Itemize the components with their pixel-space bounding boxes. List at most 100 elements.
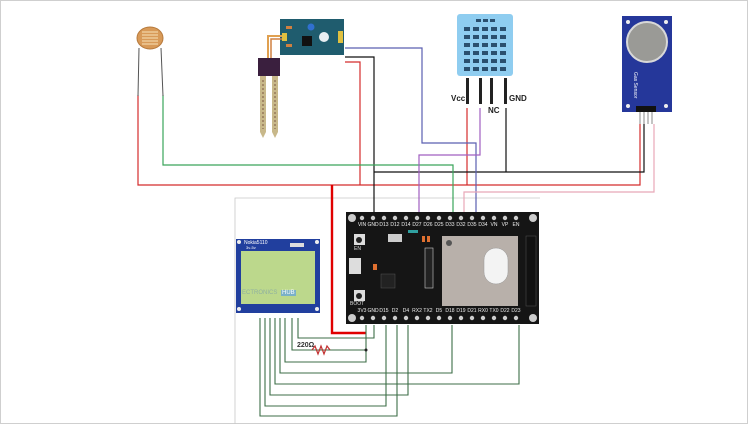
esp32-bottom-pin-label: D23 xyxy=(511,308,521,314)
junction-dot xyxy=(364,348,368,352)
lcd-wire-8 xyxy=(259,318,398,417)
esp32-bottom-pin xyxy=(458,315,464,321)
esp32-bottom-pin xyxy=(447,315,453,321)
esp32-top-pin xyxy=(392,215,398,221)
ldr-component xyxy=(136,26,164,97)
esp32-top-pin xyxy=(436,215,442,221)
esp32-bottom-pin-label: 3V3 xyxy=(357,308,367,314)
boot-button-label: BOOT xyxy=(350,301,365,307)
esp32-bottom-pin-label: D15 xyxy=(379,308,389,314)
dht-vent xyxy=(482,43,488,47)
dht-vent xyxy=(491,67,497,71)
esp32-top-pin-label: GND xyxy=(367,222,379,228)
soil-ground-wire xyxy=(345,56,375,212)
lcd-area-outline xyxy=(234,197,540,424)
ground-bus-wire xyxy=(374,124,645,173)
esp32-bottom-pin xyxy=(436,315,442,321)
esp32-top-pin xyxy=(414,215,420,221)
main-power-wire xyxy=(330,185,366,335)
esp32-bottom-pin-label: D5 xyxy=(435,308,443,314)
lcd-watermark-tag: HUB xyxy=(281,290,296,296)
ldr-signal-wire xyxy=(162,95,454,212)
gas-sensor-label: Gas Sensor xyxy=(632,72,638,99)
esp32-top-pin xyxy=(425,215,431,221)
esp32-bottom-pin xyxy=(381,315,387,321)
dht-vent xyxy=(491,35,497,39)
nokia5110-lcd: Nokia5110 3v-5v ECTRONICS HUB xyxy=(236,239,320,313)
esp32-bottom-pin-label: D22 xyxy=(500,308,510,314)
dht-vent xyxy=(473,59,479,63)
esp32-top-pin-label: D27 xyxy=(412,222,422,228)
lcd-pins xyxy=(237,240,319,311)
esp32-bottom-pin xyxy=(502,315,508,321)
dht-vent xyxy=(464,35,470,39)
esp32-bottom-pin-label: D18 xyxy=(445,308,455,314)
dht-pin-nc-label: NC xyxy=(488,106,500,115)
soil-moisture-sensor xyxy=(258,19,344,138)
esp32-top-pin-label: D25 xyxy=(434,222,444,228)
lcd-wire-7 xyxy=(264,318,387,407)
dht-pin-vcc-label: Vcc xyxy=(451,94,466,103)
esp32-top-pin xyxy=(381,215,387,221)
dht-vent xyxy=(491,27,497,31)
esp32-top-pin xyxy=(403,215,409,221)
dht-vent xyxy=(464,51,470,55)
lcd-wire-4 xyxy=(279,318,453,374)
dht-pin-gnd-label: GND xyxy=(509,94,527,103)
lcd-wire-2 xyxy=(291,318,366,351)
esp32-bottom-pin-label: TX0 xyxy=(489,308,499,314)
dht-vent xyxy=(500,67,506,71)
esp32-bottom-pin xyxy=(425,315,431,321)
lcd-watermark: ECTRONICS xyxy=(242,290,278,296)
esp32-bottom-pin-label: TX2 xyxy=(423,308,433,314)
dht-vent xyxy=(482,27,488,31)
esp32-top-pin xyxy=(359,215,365,221)
esp32-top-pin-label: D32 xyxy=(456,222,466,228)
esp32-top-pin xyxy=(370,215,376,221)
esp32-bottom-pin xyxy=(491,315,497,321)
lcd-title: Nokia5110 xyxy=(244,240,268,246)
gas-sensor: Gas Sensor xyxy=(622,16,672,124)
dht-vent xyxy=(464,43,470,47)
esp32-top-pin-label: D12 xyxy=(390,222,400,228)
en-button-label: EN xyxy=(354,246,361,252)
esp32-top-pin-label: D33 xyxy=(445,222,455,228)
esp32-bottom-pin xyxy=(370,315,376,321)
dht-vent xyxy=(500,27,506,31)
lcd-wire-6 xyxy=(269,318,409,396)
esp32-bottom-pin xyxy=(359,315,365,321)
dht-vent xyxy=(483,19,488,22)
dht-vent xyxy=(491,51,497,55)
dht-vent xyxy=(500,59,506,63)
esp32-top-pin-label: VP xyxy=(501,222,509,228)
lcd-subtitle: 3v-5v xyxy=(246,245,256,250)
resistor-label: 220Ω xyxy=(297,342,315,349)
soil-signal-wire xyxy=(345,47,477,212)
dht-vent xyxy=(491,43,497,47)
dht-vent xyxy=(482,35,488,39)
dht-vent xyxy=(482,67,488,71)
esp32-bottom-pin-label: RX2 xyxy=(412,308,422,314)
esp32-top-pin-label: VN xyxy=(490,222,498,228)
esp32-bottom-pin xyxy=(513,315,519,321)
esp32-top-pin-label: D13 xyxy=(379,222,389,228)
esp32-top-pin xyxy=(458,215,464,221)
resistor-symbol xyxy=(311,344,331,356)
dht-vent xyxy=(473,27,479,31)
dht-vent xyxy=(464,27,470,31)
dht-vent xyxy=(476,19,481,22)
esp32-bottom-pin-label: D19 xyxy=(456,308,466,314)
dht-vent xyxy=(500,51,506,55)
esp32-bottom-pin xyxy=(480,315,486,321)
esp32-top-pin-label: D35 xyxy=(467,222,477,228)
dht-vent xyxy=(473,51,479,55)
dht-vent xyxy=(491,59,497,63)
lcd-wires xyxy=(259,318,520,417)
dht-vent xyxy=(464,59,470,63)
esp32-bottom-pin-label: D2 xyxy=(391,308,399,314)
dht-vent xyxy=(464,67,470,71)
esp32-top-pin xyxy=(491,215,497,221)
esp32-top-pin xyxy=(480,215,486,221)
